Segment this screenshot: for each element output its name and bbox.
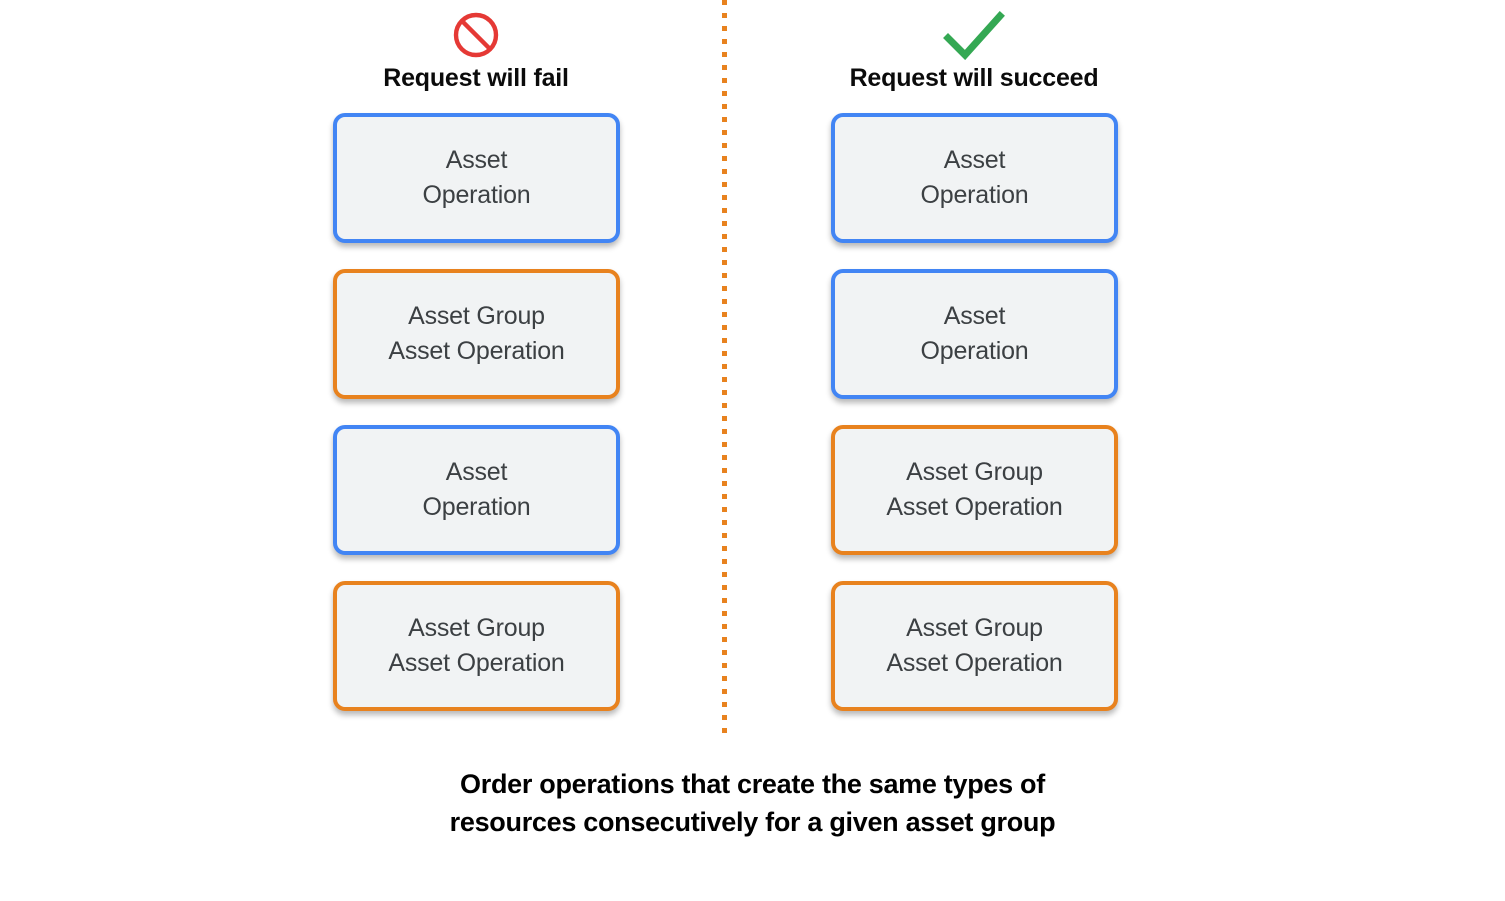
column-request-will-succeed: Request will succeed Asset Operation Ass… — [764, 0, 1184, 760]
operation-box-label: Asset Group Asset Operation — [886, 457, 1063, 522]
operation-box-label: Asset Group Asset Operation — [886, 613, 1063, 678]
operation-box[interactable]: Asset Operation — [831, 269, 1118, 399]
vertical-dotted-divider — [722, 0, 727, 738]
column-header-label-succeed: Request will succeed — [849, 64, 1099, 92]
operation-box[interactable]: Asset Group Asset Operation — [333, 581, 620, 711]
operation-box[interactable]: Asset Operation — [831, 113, 1118, 243]
box-stack-fail: Asset Operation Asset Group Asset Operat… — [333, 113, 620, 737]
operation-box[interactable]: Asset Operation — [333, 113, 620, 243]
box-stack-succeed: Asset Operation Asset Operation Asset Gr… — [831, 113, 1118, 737]
diagram-caption: Order operations that create the same ty… — [0, 765, 1505, 842]
operation-box-label: Asset Operation — [422, 145, 531, 210]
operation-box[interactable]: Asset Group Asset Operation — [831, 425, 1118, 555]
column-request-will-fail: Request will fail Asset Operation Asset … — [266, 0, 686, 760]
caption-line-2: resources consecutively for a given asse… — [449, 807, 1056, 838]
caption-line-1: Order operations that create the same ty… — [460, 769, 1045, 799]
prohibition-icon — [266, 10, 686, 60]
column-header-fail: Request will fail — [266, 10, 686, 93]
operation-box-label: Asset Operation — [920, 301, 1029, 366]
operation-box-label: Asset Group Asset Operation — [388, 613, 565, 678]
operation-box-label: Asset Operation — [422, 457, 531, 522]
operation-box[interactable]: Asset Operation — [333, 425, 620, 555]
column-header-label-fail: Request will fail — [383, 64, 569, 92]
check-icon — [764, 10, 1184, 61]
operation-box[interactable]: Asset Group Asset Operation — [831, 581, 1118, 711]
column-header-succeed: Request will succeed — [764, 10, 1184, 93]
operation-box[interactable]: Asset Group Asset Operation — [333, 269, 620, 399]
operation-box-label: Asset Group Asset Operation — [388, 301, 565, 366]
operation-box-label: Asset Operation — [920, 145, 1029, 210]
